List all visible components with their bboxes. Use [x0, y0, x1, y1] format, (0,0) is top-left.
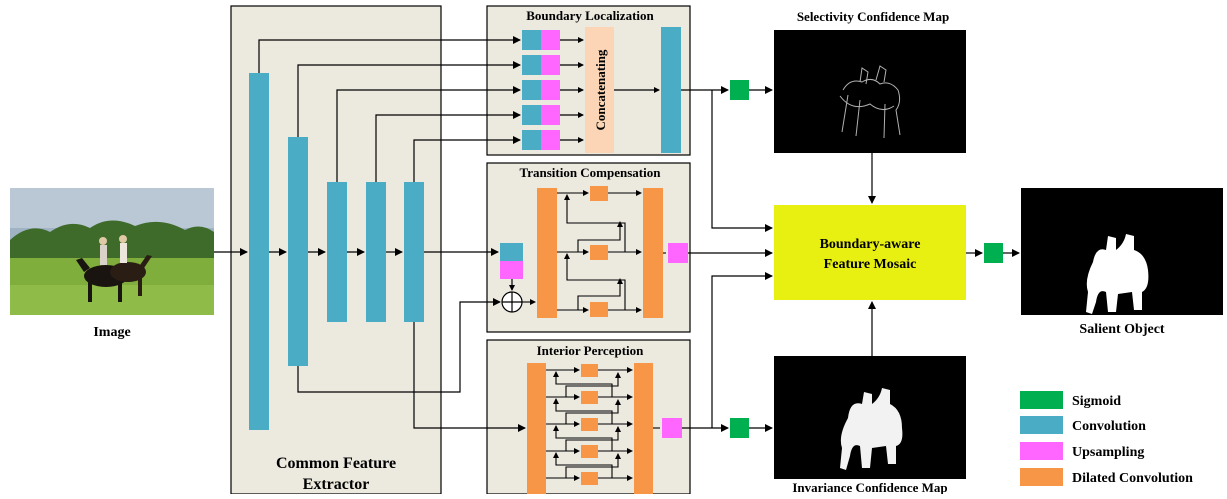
ip-output-upsampling [662, 418, 682, 438]
bl-output-conv-block [661, 27, 681, 153]
convolution-block [522, 130, 541, 150]
bl-skip-arrows [258, 36, 521, 182]
image-label: Image [93, 325, 130, 340]
legend-label-upsampling: Upsampling [1072, 445, 1144, 460]
plus-circle-icon [501, 291, 523, 313]
legend: Sigmoid Convolution Upsampling Dilated C… [1020, 391, 1193, 486]
ip-dilated-conv-small [581, 364, 598, 377]
invariance-map-title: Invariance Confidence Map [792, 480, 947, 494]
horse-riders-photo-icon [76, 235, 152, 302]
sigmoid-block-top [730, 80, 749, 100]
sigmoid-block-output [984, 243, 1003, 263]
salient-object-output [1021, 188, 1223, 315]
tc-input-arrows [297, 248, 501, 393]
legend-swatch-dilated-convolution [1020, 468, 1063, 486]
legend-swatch-convolution [1020, 416, 1063, 434]
tc-dilated-conv-left [537, 188, 557, 318]
backbone-conv-block [327, 182, 347, 322]
legend-label-sigmoid: Sigmoid [1072, 394, 1121, 409]
legend-swatch-sigmoid [1020, 391, 1063, 409]
upsampling-block [541, 105, 560, 125]
sigmoid-block-bottom [730, 418, 749, 438]
tc-output-upsampling [668, 243, 688, 263]
tc-dilated-conv-small [590, 186, 608, 201]
concatenating-block [585, 27, 614, 153]
ip-dilated-conv-small [581, 391, 598, 404]
tc-internal-arrows [522, 190, 666, 313]
ip-dilated-conv-left [527, 363, 546, 494]
mosaic-label-line2: Feature Mosaic [824, 257, 917, 272]
salient-object-label: Salient Object [1079, 322, 1164, 337]
convolution-block [522, 30, 541, 50]
backbone-conv-block [366, 182, 386, 322]
cfe-label-line2: Extractor [303, 476, 370, 493]
input-image [10, 188, 214, 315]
backbone-conv-blocks [249, 73, 424, 430]
legend-swatch-upsampling [1020, 442, 1063, 460]
ip-dilated-conv-small [581, 418, 598, 431]
transition-compensation-title: Transition Compensation [520, 165, 662, 180]
convolution-block [522, 80, 541, 100]
tc-dilated-conv-small [590, 245, 608, 260]
selectivity-confidence-map [774, 30, 966, 153]
boundary-localization-title: Boundary Localization [526, 8, 654, 23]
backbone-conv-block [249, 73, 269, 430]
invariance-confidence-map [774, 356, 966, 479]
ip-dilated-conv-small [581, 445, 598, 458]
concatenating-label: Concatenating [593, 49, 608, 130]
interior-perception-title: Interior Perception [537, 343, 645, 358]
ip-dilated-conv-small [581, 472, 598, 485]
ip-dilated-conv-right [634, 363, 653, 494]
bl-input-blocks [522, 30, 560, 150]
selectivity-map-title: Selectivity Confidence Map [797, 9, 949, 24]
legend-label-convolution: Convolution [1072, 419, 1146, 434]
tc-dilated-conv-right [643, 188, 663, 318]
ip-internal-arrows [546, 367, 660, 481]
upsampling-block [541, 130, 560, 150]
bl-internal-arrows [560, 37, 660, 143]
tc-conv-block [500, 243, 523, 261]
cfe-label-line1: Common Feature [276, 455, 396, 472]
boundary-aware-feature-mosaic [774, 205, 966, 300]
backbone-conv-block [288, 137, 308, 366]
ip-dilated-conv-small-stack [581, 364, 598, 485]
tc-dilated-conv-small [590, 302, 608, 317]
convolution-block [522, 105, 541, 125]
backbone-conv-block [404, 182, 424, 322]
fusion-arrows [681, 86, 1020, 432]
tc-upsampling-block [500, 261, 523, 279]
upsampling-block [541, 30, 560, 50]
upsampling-block [541, 80, 560, 100]
legend-label-dilated-convolution: Dilated Convolution [1072, 471, 1193, 486]
mosaic-label-line1: Boundary-aware [820, 237, 921, 252]
upsampling-block [541, 55, 560, 75]
ip-input-arrow [413, 322, 526, 432]
convolution-block [522, 55, 541, 75]
interior-perception-panel [486, 339, 691, 495]
